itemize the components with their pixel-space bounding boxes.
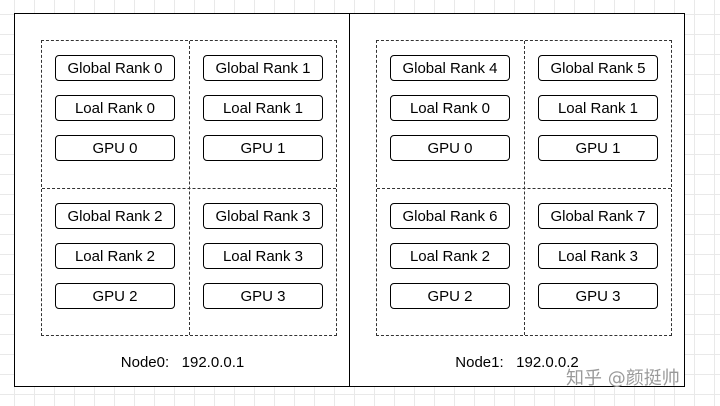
gpu-box: GPU 0	[390, 135, 510, 161]
gpu-cell: Global Rank 6 Loal Rank 2 GPU 2	[377, 189, 525, 337]
global-rank-box: Global Rank 2	[55, 203, 175, 229]
gpu-cell: Global Rank 2 Loal Rank 2 GPU 2	[42, 189, 190, 337]
gpu-cell: Global Rank 7 Loal Rank 3 GPU 3	[525, 189, 673, 337]
gpu-cell: Global Rank 3 Loal Rank 3 GPU 3	[190, 189, 338, 337]
gpu-box: GPU 2	[390, 283, 510, 309]
node-1-label: Node1: 192.0.0.2	[455, 354, 579, 371]
node-0-label: Node0: 192.0.0.1	[120, 354, 245, 371]
local-rank-box: Loal Rank 1	[538, 95, 658, 121]
gpu-cell: Global Rank 5 Loal Rank 1 GPU 1	[525, 41, 673, 189]
local-rank-box: Loal Rank 3	[203, 243, 323, 269]
local-rank-box: Loal Rank 1	[203, 95, 323, 121]
gpu-cell: Global Rank 4 Loal Rank 0 GPU 0	[377, 41, 525, 189]
global-rank-box: Global Rank 6	[390, 203, 510, 229]
node-0-container: Global Rank 0 Loal Rank 0 GPU 0 Global R…	[14, 13, 351, 387]
gpu-box: GPU 2	[55, 283, 175, 309]
local-rank-box: Loal Rank 3	[538, 243, 658, 269]
global-rank-box: Global Rank 0	[55, 55, 175, 81]
gpu-box: GPU 1	[203, 135, 323, 161]
gpu-box: GPU 3	[538, 283, 658, 309]
local-rank-box: Loal Rank 0	[55, 95, 175, 121]
local-rank-box: Loal Rank 0	[390, 95, 510, 121]
grid-horizontal-divider	[377, 188, 671, 189]
gpu-cell: Global Rank 0 Loal Rank 0 GPU 0	[42, 41, 190, 189]
watermark: 知乎 @颜挺帅	[566, 368, 680, 389]
global-rank-box: Global Rank 7	[538, 203, 658, 229]
gpu-box: GPU 1	[538, 135, 658, 161]
local-rank-box: Loal Rank 2	[390, 243, 510, 269]
global-rank-box: Global Rank 1	[203, 55, 323, 81]
global-rank-box: Global Rank 3	[203, 203, 323, 229]
node-1-container: Global Rank 4 Loal Rank 0 GPU 0 Global R…	[349, 13, 685, 387]
gpu-cell: Global Rank 1 Loal Rank 1 GPU 1	[190, 41, 338, 189]
grid-horizontal-divider	[42, 188, 336, 189]
global-rank-box: Global Rank 5	[538, 55, 658, 81]
gpu-box: GPU 0	[55, 135, 175, 161]
local-rank-box: Loal Rank 2	[55, 243, 175, 269]
global-rank-box: Global Rank 4	[390, 55, 510, 81]
node-0-gpu-grid: Global Rank 0 Loal Rank 0 GPU 0 Global R…	[41, 40, 337, 336]
node-1-gpu-grid: Global Rank 4 Loal Rank 0 GPU 0 Global R…	[376, 40, 672, 336]
gpu-box: GPU 3	[203, 283, 323, 309]
